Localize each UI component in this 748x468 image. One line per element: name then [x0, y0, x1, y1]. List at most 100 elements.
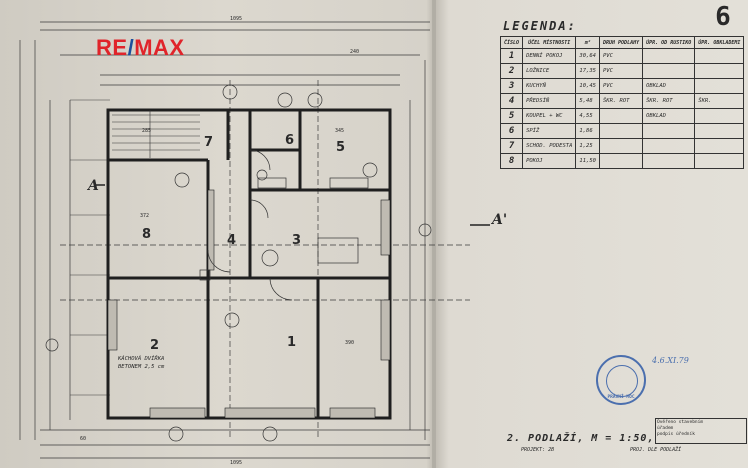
footer-note-left: PROJEKT: 2B	[521, 447, 555, 453]
legend-row-col5	[642, 153, 696, 169]
legend-row: 2 LOŽNICE 17,35 PVC	[499, 63, 745, 79]
logo-slash: /	[127, 35, 135, 60]
legend-row-col6	[694, 138, 745, 154]
legend-row-name: PŘEDSÍŇ	[522, 93, 577, 109]
legend-row: 7 SCHOD. PODESTA 1,25	[499, 138, 745, 154]
legend-row: 4 PŘEDSÍŇ 5,48 ŠKR. ROT ŠKR. ROT ŠKR.	[499, 93, 745, 109]
legend-row-col5	[642, 48, 696, 64]
dim-372: 372	[140, 213, 150, 219]
room-6-label: 6	[285, 133, 295, 148]
legend-row-num: 4	[499, 93, 524, 109]
dim-285: 285	[142, 128, 152, 134]
legend-row-col6	[694, 123, 745, 139]
footer-note-right: PROJ. DLE PODLAŽÍ	[630, 447, 682, 453]
legend-row-area: 1,25	[575, 138, 600, 154]
dim-345: 345	[335, 128, 345, 134]
approval-box: Ověřeno stavebním úřadem podpis úředník	[655, 418, 747, 444]
room-3-label: 3	[292, 233, 302, 248]
legend-row-floor: PVC	[598, 78, 644, 94]
legend-row-num: 5	[499, 108, 524, 124]
legend-row-name: SCHOD. PODESTA	[522, 138, 577, 154]
legend-row-num: 6	[499, 123, 524, 139]
legend-row-num: 8	[499, 153, 524, 169]
legend-header-row: ČÍSLO ÚČEL MÍSTNOSTI m² DRUH PODLAHY ÚPR…	[499, 36, 745, 49]
legend-row-area: 1,86	[575, 123, 600, 139]
legend-row-floor: ŠKR. ROT	[598, 93, 644, 109]
section-marker-a: A	[88, 178, 99, 194]
legend-row-area: 11,50	[575, 153, 600, 169]
room-8-label: 8	[142, 227, 152, 242]
legend-row-floor	[598, 123, 644, 139]
legend-row: 1 DENNÍ POKOJ 30,64 PVC	[499, 48, 745, 64]
legend-row-num: 1	[499, 48, 524, 64]
dim-bottom-total: 1095	[230, 460, 243, 466]
legend-row-col6	[694, 48, 745, 64]
legend-row: 3 KUCHYŇ 10,45 PVC OBKLAD	[499, 78, 745, 94]
dim-240: 240	[350, 49, 360, 55]
legend-title: LEGENDA:	[503, 19, 577, 33]
room-5-label: 5	[336, 140, 346, 155]
legend-row-floor	[598, 138, 644, 154]
stamp-text: PRÁVNÍ MOC	[607, 395, 635, 400]
legend-header-num: ČÍSLO	[499, 36, 524, 49]
sheet-number: 6	[715, 2, 731, 32]
approval-line3: podpis úředník	[657, 432, 695, 437]
legend-row-floor	[598, 108, 644, 124]
legend-table: ČÍSLO ÚČEL MÍSTNOSTI m² DRUH PODLAHY ÚPR…	[499, 36, 745, 169]
legend-row-area: 30,64	[575, 48, 600, 64]
remax-logo: RE/MAX	[96, 35, 185, 61]
legend-row-col5	[642, 138, 696, 154]
legend-row-col6	[694, 78, 745, 94]
stamp-date: 4.6.XI.79	[652, 356, 689, 365]
legend-header-col6: ÚPR. OBKLADEMI	[694, 36, 745, 49]
legend-row-area: 17,35	[575, 63, 600, 79]
logo-text-prefix: RE	[96, 35, 128, 60]
legend-row-floor	[598, 153, 644, 169]
legend-row: 6 SPÍŽ 1,86	[499, 123, 745, 139]
legend-row: 5 KOUPEL + WC 4,55 OBKLAD	[499, 108, 745, 124]
dim-top-total: 1095	[230, 16, 243, 22]
room-2-note-line2: BETONEM 2,5 cm	[118, 364, 165, 370]
legend-row-name: KOUPEL + WC	[522, 108, 577, 124]
paper-fold	[432, 0, 436, 468]
room-1-label: 1	[287, 335, 297, 350]
approval-line1: Ověřeno stavebním	[657, 420, 704, 425]
official-stamp: PRÁVNÍ MOC	[596, 355, 646, 405]
legend-header-name: ÚČEL MÍSTNOSTI	[522, 36, 577, 49]
room-4-label: 4	[227, 233, 237, 248]
legend-row-name: POKOJ	[522, 153, 577, 169]
legend-row-num: 3	[499, 78, 524, 94]
legend-row-area: 10,45	[575, 78, 600, 94]
legend-header-area: m²	[575, 36, 600, 49]
stamp-inner-ring	[606, 365, 638, 397]
legend-row-col6	[694, 153, 745, 169]
legend-row-name: KUCHYŇ	[522, 78, 577, 94]
legend-row-col5	[642, 123, 696, 139]
dim-390: 390	[345, 340, 355, 346]
legend-row-floor: PVC	[598, 63, 644, 79]
dim-60: 60	[80, 436, 87, 442]
legend-row-name: LOŽNICE	[522, 63, 577, 79]
legend-header-floor: DRUH PODLAHY	[598, 36, 644, 49]
legend-row-col5: OBKLAD	[642, 78, 696, 94]
legend-header-col5: ÚPR. OD RUSTIKO	[642, 36, 696, 49]
approval-line2: úřadem	[657, 426, 674, 431]
legend-row-col5: ŠKR. ROT	[642, 93, 696, 109]
legend-row-col5	[642, 63, 696, 79]
legend-row: 8 POKOJ 11,50	[499, 153, 745, 169]
legend-row-col6	[694, 108, 745, 124]
legend-row-area: 4,55	[575, 108, 600, 124]
legend-row-num: 2	[499, 63, 524, 79]
room-2-label: 2	[150, 338, 160, 353]
legend-row-col6: ŠKR.	[694, 93, 745, 109]
legend-row-floor: PVC	[598, 48, 644, 64]
logo-text-suffix: MAX	[134, 35, 185, 60]
legend-row-name: SPÍŽ	[522, 123, 577, 139]
legend-row-area: 5,48	[575, 93, 600, 109]
drawing-title: 2. PODLAŽÍ, M = 1:50,	[507, 433, 655, 444]
legend-row-col5: OBKLAD	[642, 108, 696, 124]
legend-row-col6	[694, 63, 745, 79]
room-2-note-line1: KÁCHOVÁ DVÍŘKA	[118, 356, 165, 362]
legend-row-num: 7	[499, 138, 524, 154]
